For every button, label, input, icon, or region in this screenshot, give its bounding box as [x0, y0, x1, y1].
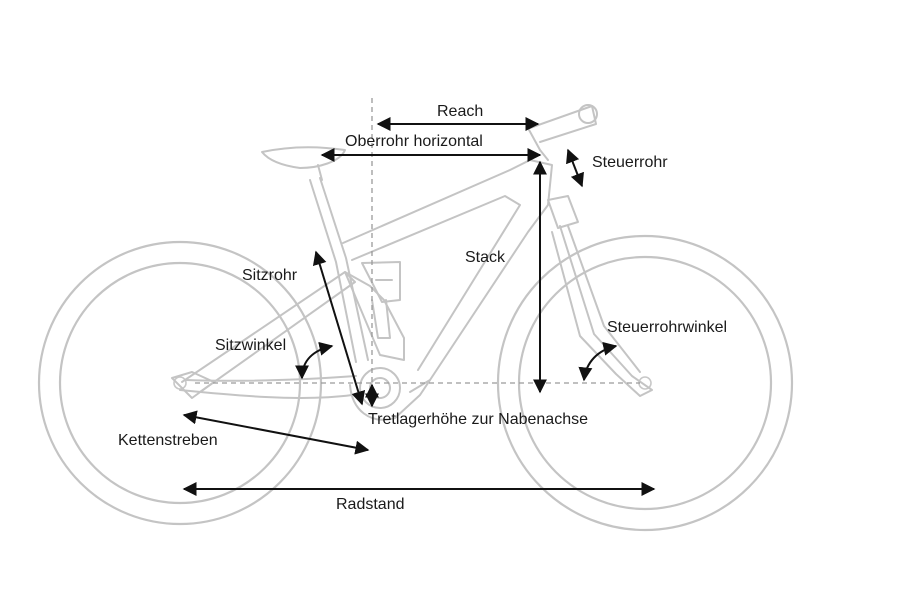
seat-tube-label: Sitzrohr [242, 267, 298, 284]
seat-tube-arrow [312, 250, 366, 406]
bike-frame [171, 104, 653, 421]
head-tube-arrow [566, 148, 584, 188]
stack-label: Stack [465, 249, 506, 266]
dimension-lines [182, 117, 656, 496]
head-angle-label: Steuerrohrwinkel [607, 319, 728, 336]
reference-lines [195, 98, 640, 402]
top-tube-label: Oberrohr horizontal [345, 133, 483, 150]
seat-angle-arc [295, 341, 334, 380]
chainstay-label: Kettenstreben [118, 432, 218, 449]
seat-angle-label: Sitzwinkel [215, 337, 287, 354]
wheelbase-label: Radstand [336, 496, 405, 513]
head-tube-label: Steuerrohr [592, 154, 668, 171]
reach-label: Reach [437, 103, 484, 120]
head-angle-arc [578, 341, 618, 382]
bb-drop-label: Tretlagerhöhe zur Nabenachse [368, 411, 588, 428]
chainstay-arrow [182, 410, 370, 455]
front-wheel [496, 234, 794, 532]
